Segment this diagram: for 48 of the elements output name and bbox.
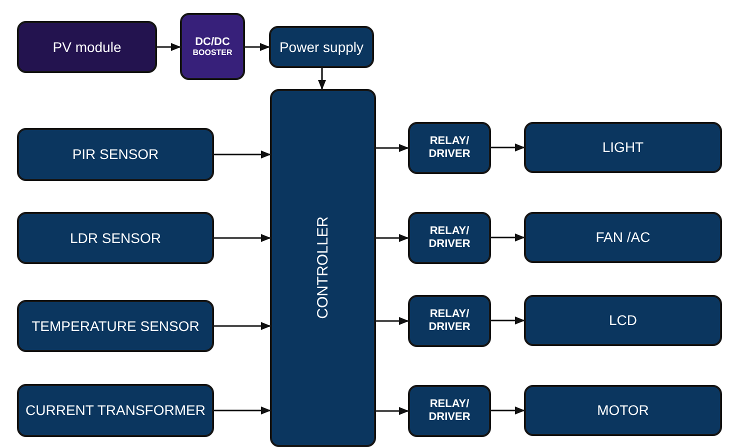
arrow <box>376 317 409 325</box>
arrow <box>376 234 409 242</box>
node-sublabel: BOOSTER <box>192 48 232 58</box>
output-box <box>524 212 722 263</box>
node-label: RELAY/ DRIVER <box>428 225 472 251</box>
node-label: DC/DC <box>195 36 230 48</box>
arrow <box>491 144 525 152</box>
arrow <box>245 43 270 51</box>
arrow <box>376 407 409 415</box>
arrow <box>214 406 271 414</box>
node-label: CURRENT TRANSFORMER <box>26 402 206 419</box>
relay-box <box>408 122 491 174</box>
node-label: PV module <box>52 38 122 56</box>
relay-box <box>408 385 491 437</box>
sensor-box <box>17 384 214 437</box>
node-label: MOTOR <box>597 402 649 419</box>
arrow <box>214 150 271 158</box>
node-label: PIR SENSOR <box>72 146 159 163</box>
node-label: CONTROLLER <box>314 216 332 320</box>
relay-box <box>408 212 491 264</box>
arrow <box>214 322 271 330</box>
arrow <box>214 234 271 242</box>
pv-module-box <box>17 21 157 73</box>
node-label: RELAY/ DRIVER <box>428 398 472 424</box>
output-box <box>524 122 722 173</box>
output-box <box>524 385 722 436</box>
power-supply-box <box>269 26 374 68</box>
controller-box <box>270 89 376 447</box>
arrow <box>491 406 525 414</box>
sensor-box <box>17 128 214 181</box>
output-box <box>524 295 722 346</box>
node-label: RELAY/ DRIVER <box>428 308 472 334</box>
arrow <box>318 68 326 90</box>
converter-box <box>180 13 245 80</box>
node-label: LIGHT <box>602 139 644 156</box>
sensor-box <box>17 300 214 352</box>
arrow <box>157 43 181 51</box>
node-label: LCD <box>608 312 637 329</box>
node-label: FAN /AC <box>596 229 650 246</box>
node-label: RELAY/ DRIVER <box>428 135 472 161</box>
node-label: LDR SENSOR <box>70 230 162 246</box>
arrow <box>491 316 525 324</box>
arrow <box>376 144 409 152</box>
node-label: Power supply <box>279 38 364 56</box>
relay-box <box>408 295 491 347</box>
node-label: TEMPERATURE SENSOR <box>32 318 200 334</box>
sensor-box <box>17 212 214 264</box>
arrow <box>491 234 525 242</box>
